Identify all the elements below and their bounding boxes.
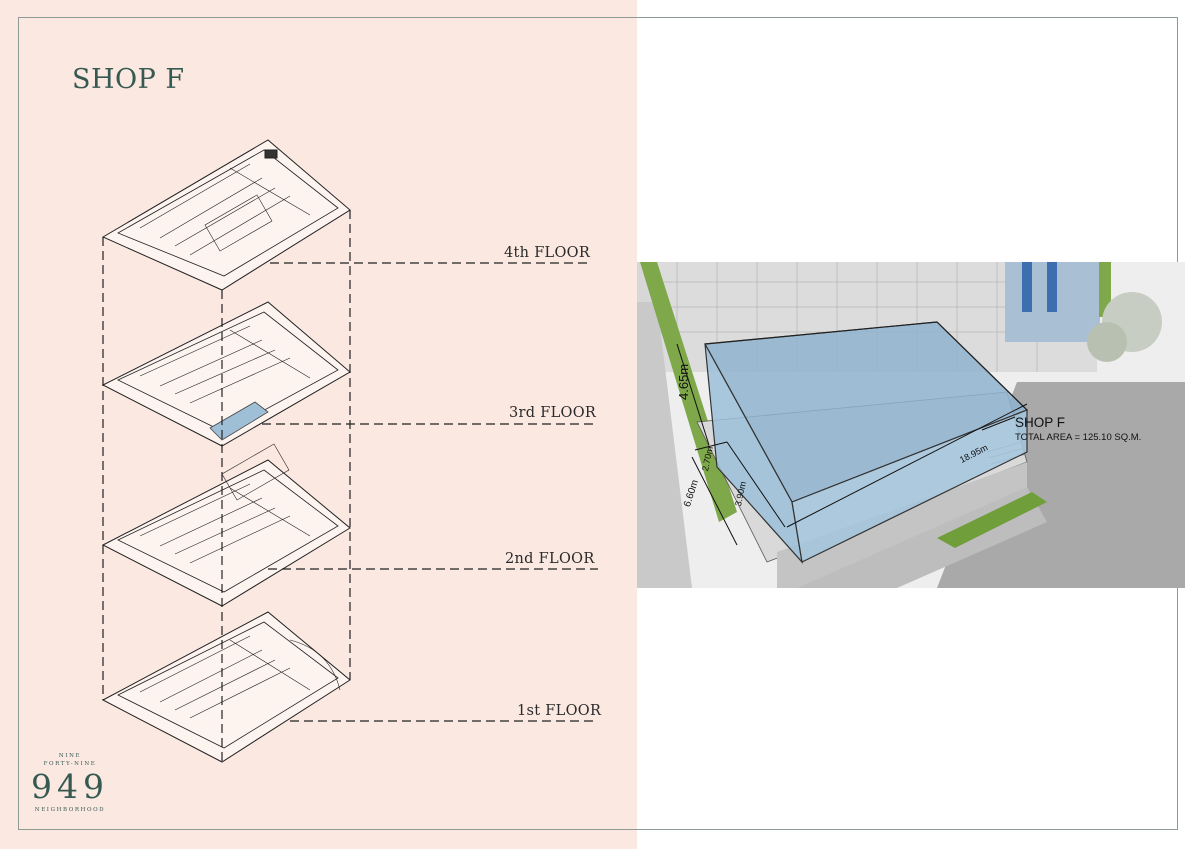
floor-plan-2nd xyxy=(101,443,351,607)
floor-plan-1st xyxy=(101,611,351,763)
shop-3d-render xyxy=(637,262,1185,588)
dimension-height: 4.65m xyxy=(676,363,691,400)
shop-callout-area: TOTAL AREA = 125.10 SQ.M. xyxy=(1015,432,1142,443)
floor-label-2nd: 2nd FLOOR xyxy=(505,551,595,567)
logo-number: 949 xyxy=(31,767,109,806)
logo-line2: FORTY-NINE xyxy=(43,761,97,767)
floor-plans-diagram xyxy=(101,139,598,763)
floor-label-1st: 1st FLOOR xyxy=(517,703,602,719)
floor-label-3rd: 3rd FLOOR xyxy=(509,405,597,421)
shop-callout-title: SHOP F xyxy=(1015,415,1066,430)
floor-plan-3rd xyxy=(101,301,351,447)
page-title: SHOP F xyxy=(72,64,185,95)
brand-logo: NINE FORTY-NINE 949 NEIGHBORHOOD xyxy=(30,752,110,814)
floor-label-4th: 4th FLOOR xyxy=(504,245,591,261)
logo-line1: NINE xyxy=(58,753,82,759)
shop-f-highlight xyxy=(209,401,269,441)
floor-plan-4th xyxy=(101,139,351,291)
logo-line3: NEIGHBORHOOD xyxy=(34,807,106,813)
